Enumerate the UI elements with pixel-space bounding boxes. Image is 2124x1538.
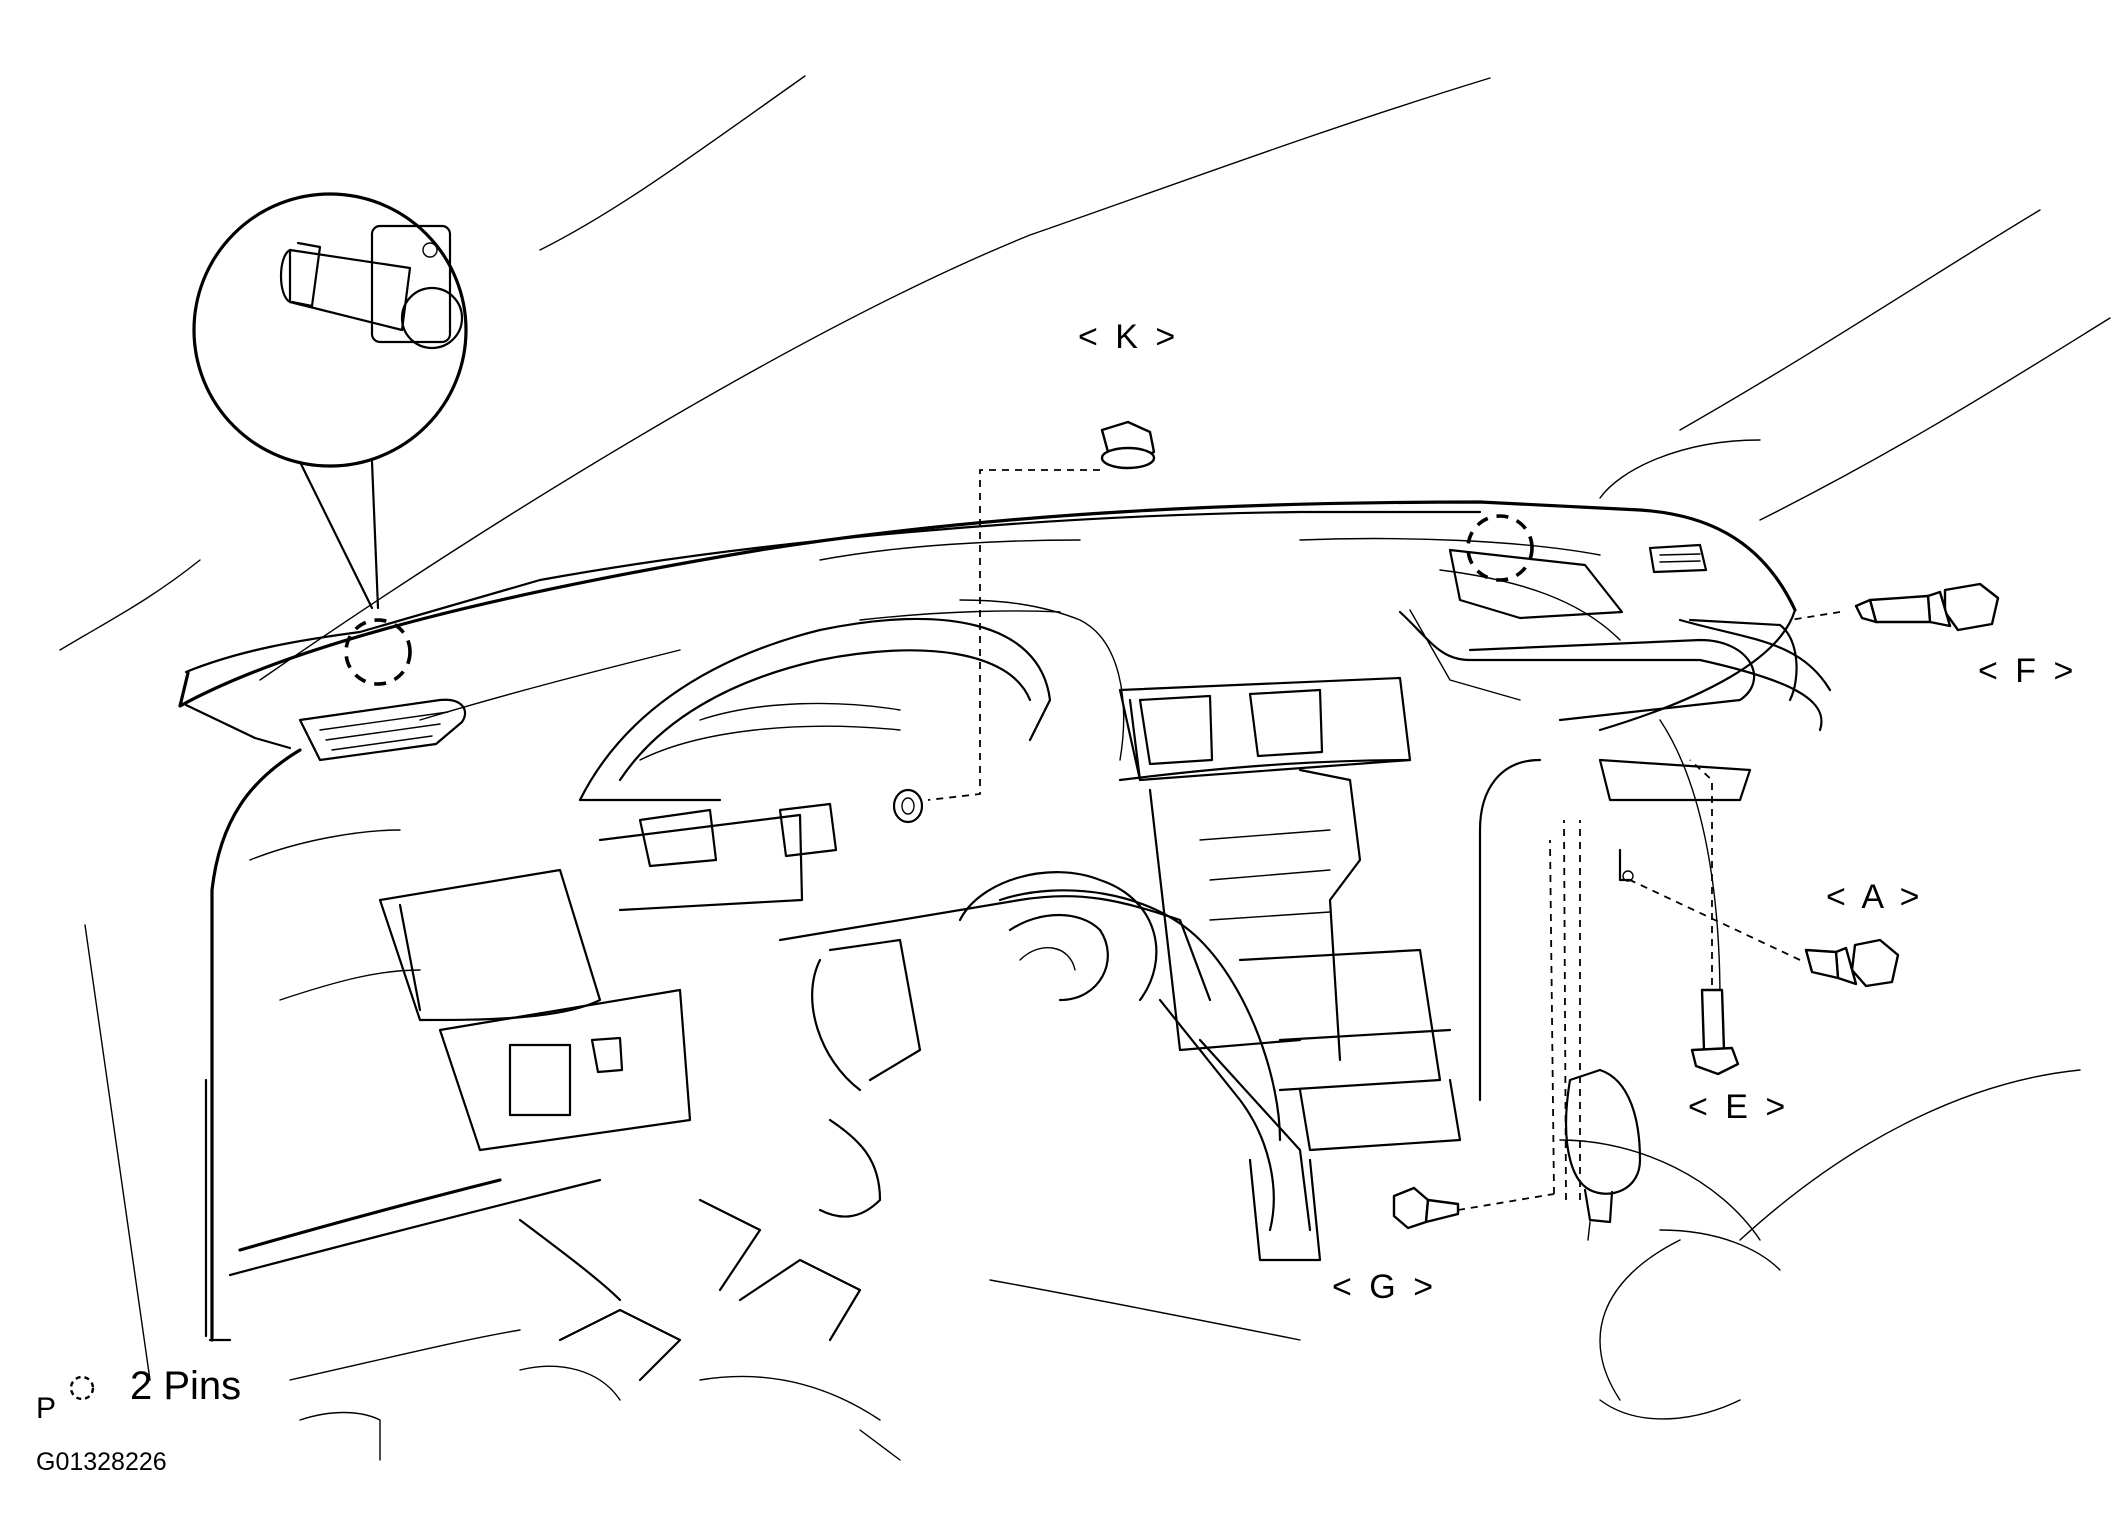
bolt-e-icon [1690,988,1740,1076]
passenger-vent [1448,543,1708,620]
floor-contours [989,719,2081,1420]
pin-locations [344,514,1534,686]
clip-detail-magnifier [192,192,468,610]
legend-label: 2 Pins [130,1364,242,1408]
dashboard-contours [249,537,1621,1001]
callout-k: < K > [1078,318,1180,356]
bolt-f-icon [1854,582,2000,632]
figure-code: G01328226 [36,1448,167,1476]
mounting-holes [892,788,1634,882]
callout-f: < F > [1978,652,2078,690]
bolt-a-icon [1804,938,1900,988]
callout-e: < E > [1688,1088,1790,1126]
shift-lever [1564,1068,1642,1241]
windshield-lines [59,75,2111,1381]
legend-pin-symbol-icon [69,1375,95,1401]
bolt-k-icon [1100,420,1156,470]
steering-column [778,871,1322,1262]
center-console-opening [1118,676,1462,1152]
pedal-area [289,1118,901,1461]
callout-g: < G > [1332,1268,1438,1306]
pin-location-right [1466,514,1534,582]
pin-location-left [344,618,412,686]
driver-lower-panel [378,802,838,1152]
passenger-panel [1398,610,1823,802]
instrument-panel-outline [178,500,1832,1342]
leader-lines [927,469,1841,1211]
bolt-g-icon [1392,1186,1460,1230]
clip-icon [280,224,464,350]
callout-a: < A > [1826,878,1924,916]
gauge-cluster-hood [578,617,1052,802]
left-side-vent [298,698,467,762]
legend-prefix: P [36,1392,57,1425]
